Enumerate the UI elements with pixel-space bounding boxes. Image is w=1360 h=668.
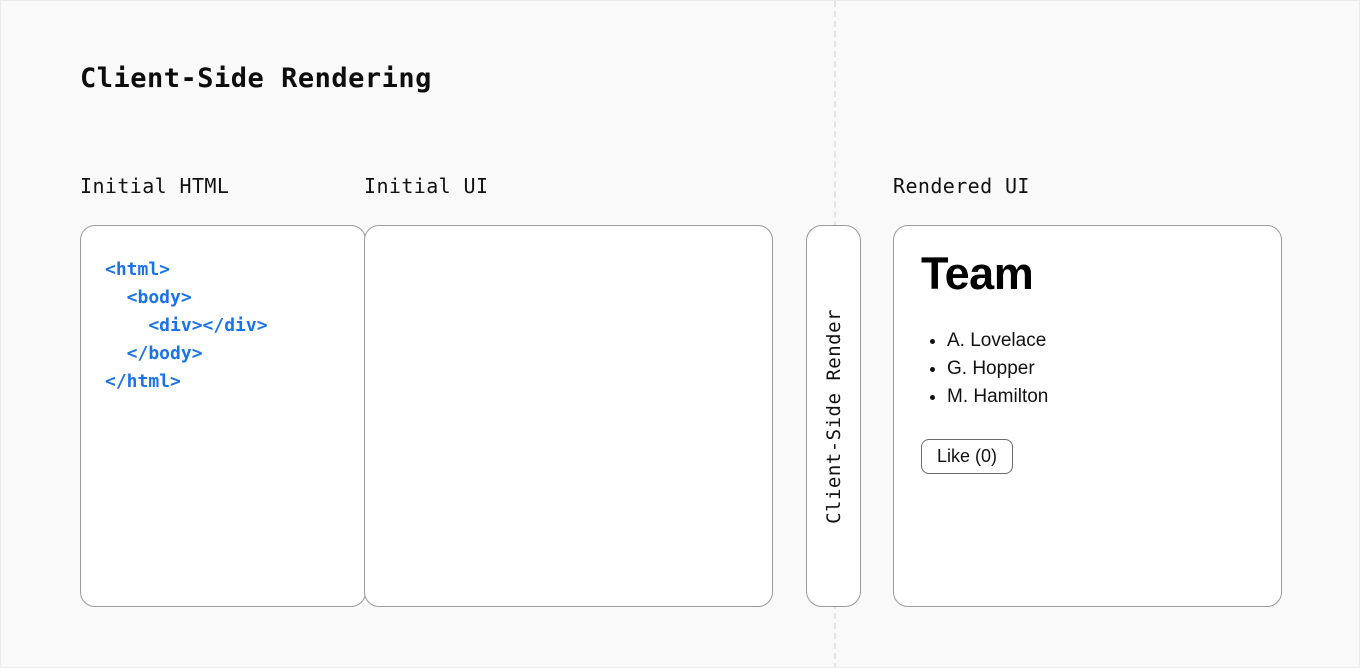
- panel-client-side-render-step: Client-Side Render: [806, 225, 861, 607]
- list-item: M. Hamilton: [947, 383, 1261, 411]
- render-step-label: Client-Side Render: [822, 308, 845, 524]
- column-label-initial-ui: Initial UI: [364, 174, 489, 198]
- page-title: Client-Side Rendering: [80, 63, 432, 94]
- panel-initial-ui: [364, 225, 773, 607]
- html-source-code: <html> <body> <div></div> </body> </html…: [105, 259, 268, 392]
- like-button[interactable]: Like (0): [921, 439, 1014, 475]
- render-strip-inner: Client-Side Render: [807, 226, 860, 606]
- rendered-ui-content: Team A. Lovelace G. Hopper M. Hamilton L…: [921, 248, 1261, 475]
- panel-initial-html: <html> <body> <div></div> </body> </html…: [80, 225, 366, 607]
- column-label-rendered-ui: Rendered UI: [893, 174, 1030, 198]
- list-item: G. Hopper: [947, 355, 1261, 383]
- team-heading: Team: [921, 248, 1034, 299]
- team-member-list: A. Lovelace G. Hopper M. Hamilton: [921, 327, 1261, 411]
- column-label-initial-html: Initial HTML: [80, 174, 230, 198]
- list-item: A. Lovelace: [947, 327, 1261, 355]
- panel-rendered-ui: Team A. Lovelace G. Hopper M. Hamilton L…: [893, 225, 1282, 607]
